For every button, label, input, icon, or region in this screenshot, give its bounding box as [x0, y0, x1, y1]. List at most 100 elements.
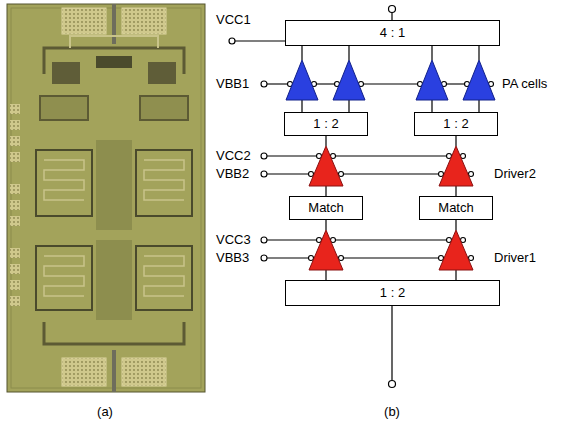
bias-lines — [267, 257, 309, 258]
wiring — [229, 38, 235, 44]
signal-name: VCC1 — [216, 12, 251, 28]
pa-cell-amplifier — [463, 60, 495, 100]
wiring — [325, 136, 326, 146]
wiring — [301, 100, 302, 112]
chip-micrograph — [44, 256, 84, 296]
chip-micrograph — [96, 240, 132, 320]
wiring — [348, 100, 349, 112]
chip-micrograph — [10, 104, 20, 114]
part-name: PA cells — [502, 76, 547, 92]
wiring — [389, 6, 396, 13]
chip-micrograph — [44, 160, 84, 200]
panel-label: (b) — [384, 404, 400, 420]
bias-lines — [261, 171, 267, 177]
chip-micrograph — [122, 358, 166, 386]
wiring — [391, 306, 392, 380]
bias-lines — [267, 155, 317, 156]
part-name: Driver2 — [494, 166, 536, 182]
box-label: Match — [438, 200, 473, 216]
bias-lines — [339, 256, 344, 261]
chip-micrograph — [10, 184, 20, 194]
chip-micrograph — [62, 8, 106, 34]
wiring — [348, 46, 349, 60]
box-label: 1 : 2 — [443, 116, 468, 132]
chip-micrograph — [52, 62, 80, 84]
chip-micrograph — [10, 264, 20, 274]
chip-micrograph — [96, 56, 132, 68]
chip-micrograph — [10, 120, 20, 130]
chip-micrograph — [148, 62, 176, 84]
chip-micrograph — [10, 248, 20, 258]
pa-cell-amplifier — [286, 60, 495, 100]
box-label: Match — [308, 200, 343, 216]
bias-lines — [261, 153, 267, 159]
chip-micrograph — [36, 246, 92, 310]
bias-lines — [336, 239, 447, 240]
bias-lines — [261, 255, 267, 261]
wiring — [478, 46, 479, 60]
chip-micrograph — [36, 150, 92, 216]
bias-lines — [267, 173, 309, 174]
bias-lines — [447, 83, 465, 84]
chip-micrograph — [40, 96, 188, 120]
driver-amplifier — [439, 230, 473, 270]
wiring — [389, 381, 396, 388]
part-name: Driver1 — [494, 250, 536, 266]
bias-lines — [317, 83, 335, 84]
bias-lines — [344, 173, 439, 174]
splitter-box: 1 : 2 — [414, 112, 498, 136]
pa-cell-amplifier — [286, 60, 318, 100]
chip-micrograph — [10, 216, 20, 226]
bias-lines — [364, 83, 418, 84]
driver-amplifier — [439, 146, 473, 186]
wiring — [455, 270, 456, 280]
wiring — [455, 186, 456, 196]
chip-micrograph — [10, 152, 20, 162]
chip-micrograph — [10, 296, 20, 306]
bias-lines — [439, 172, 444, 177]
panel-label: (a) — [97, 404, 113, 420]
matching-box: Match — [289, 196, 363, 220]
chip-micrograph — [136, 150, 192, 216]
wiring — [455, 136, 456, 146]
driver-amplifier — [309, 146, 473, 270]
splitter-box: 1 : 2 — [284, 112, 368, 136]
chip-micrograph — [10, 200, 20, 210]
matching-box: Match — [419, 196, 493, 220]
wiring — [325, 186, 326, 196]
signal-name: VBB3 — [216, 250, 249, 266]
bias-lines — [469, 256, 474, 261]
chip-micrograph — [44, 322, 184, 344]
bias-lines — [339, 172, 344, 177]
chip-micrograph — [62, 358, 106, 386]
bias-lines — [469, 172, 474, 177]
bias-lines — [261, 81, 494, 261]
wiring — [325, 270, 326, 280]
chip-micrograph — [136, 246, 192, 310]
chip-micrograph — [10, 280, 20, 290]
bias-lines — [261, 237, 267, 243]
pa-cell-amplifier — [333, 60, 365, 100]
bias-lines — [336, 155, 447, 156]
bias-lines — [267, 239, 317, 240]
wiring — [325, 220, 326, 230]
box-label: 1 : 2 — [313, 116, 338, 132]
splitter-box: 1 : 2 — [285, 280, 500, 306]
pa-cell-amplifier — [416, 60, 448, 100]
bias-lines — [309, 172, 314, 177]
chip-micrograph — [7, 4, 205, 392]
signal-name: VCC3 — [216, 232, 251, 248]
bias-lines — [261, 81, 267, 87]
chip-micrograph — [96, 140, 132, 230]
box-label: 4 : 1 — [380, 25, 405, 41]
wiring — [391, 13, 392, 21]
wiring — [301, 46, 302, 60]
chip-micrograph — [11, 8, 201, 388]
chip-micrograph — [7, 4, 205, 392]
bias-lines — [267, 83, 288, 84]
wiring — [431, 46, 432, 60]
driver-amplifier — [309, 230, 343, 270]
wiring — [455, 220, 456, 230]
wiring — [478, 100, 479, 112]
